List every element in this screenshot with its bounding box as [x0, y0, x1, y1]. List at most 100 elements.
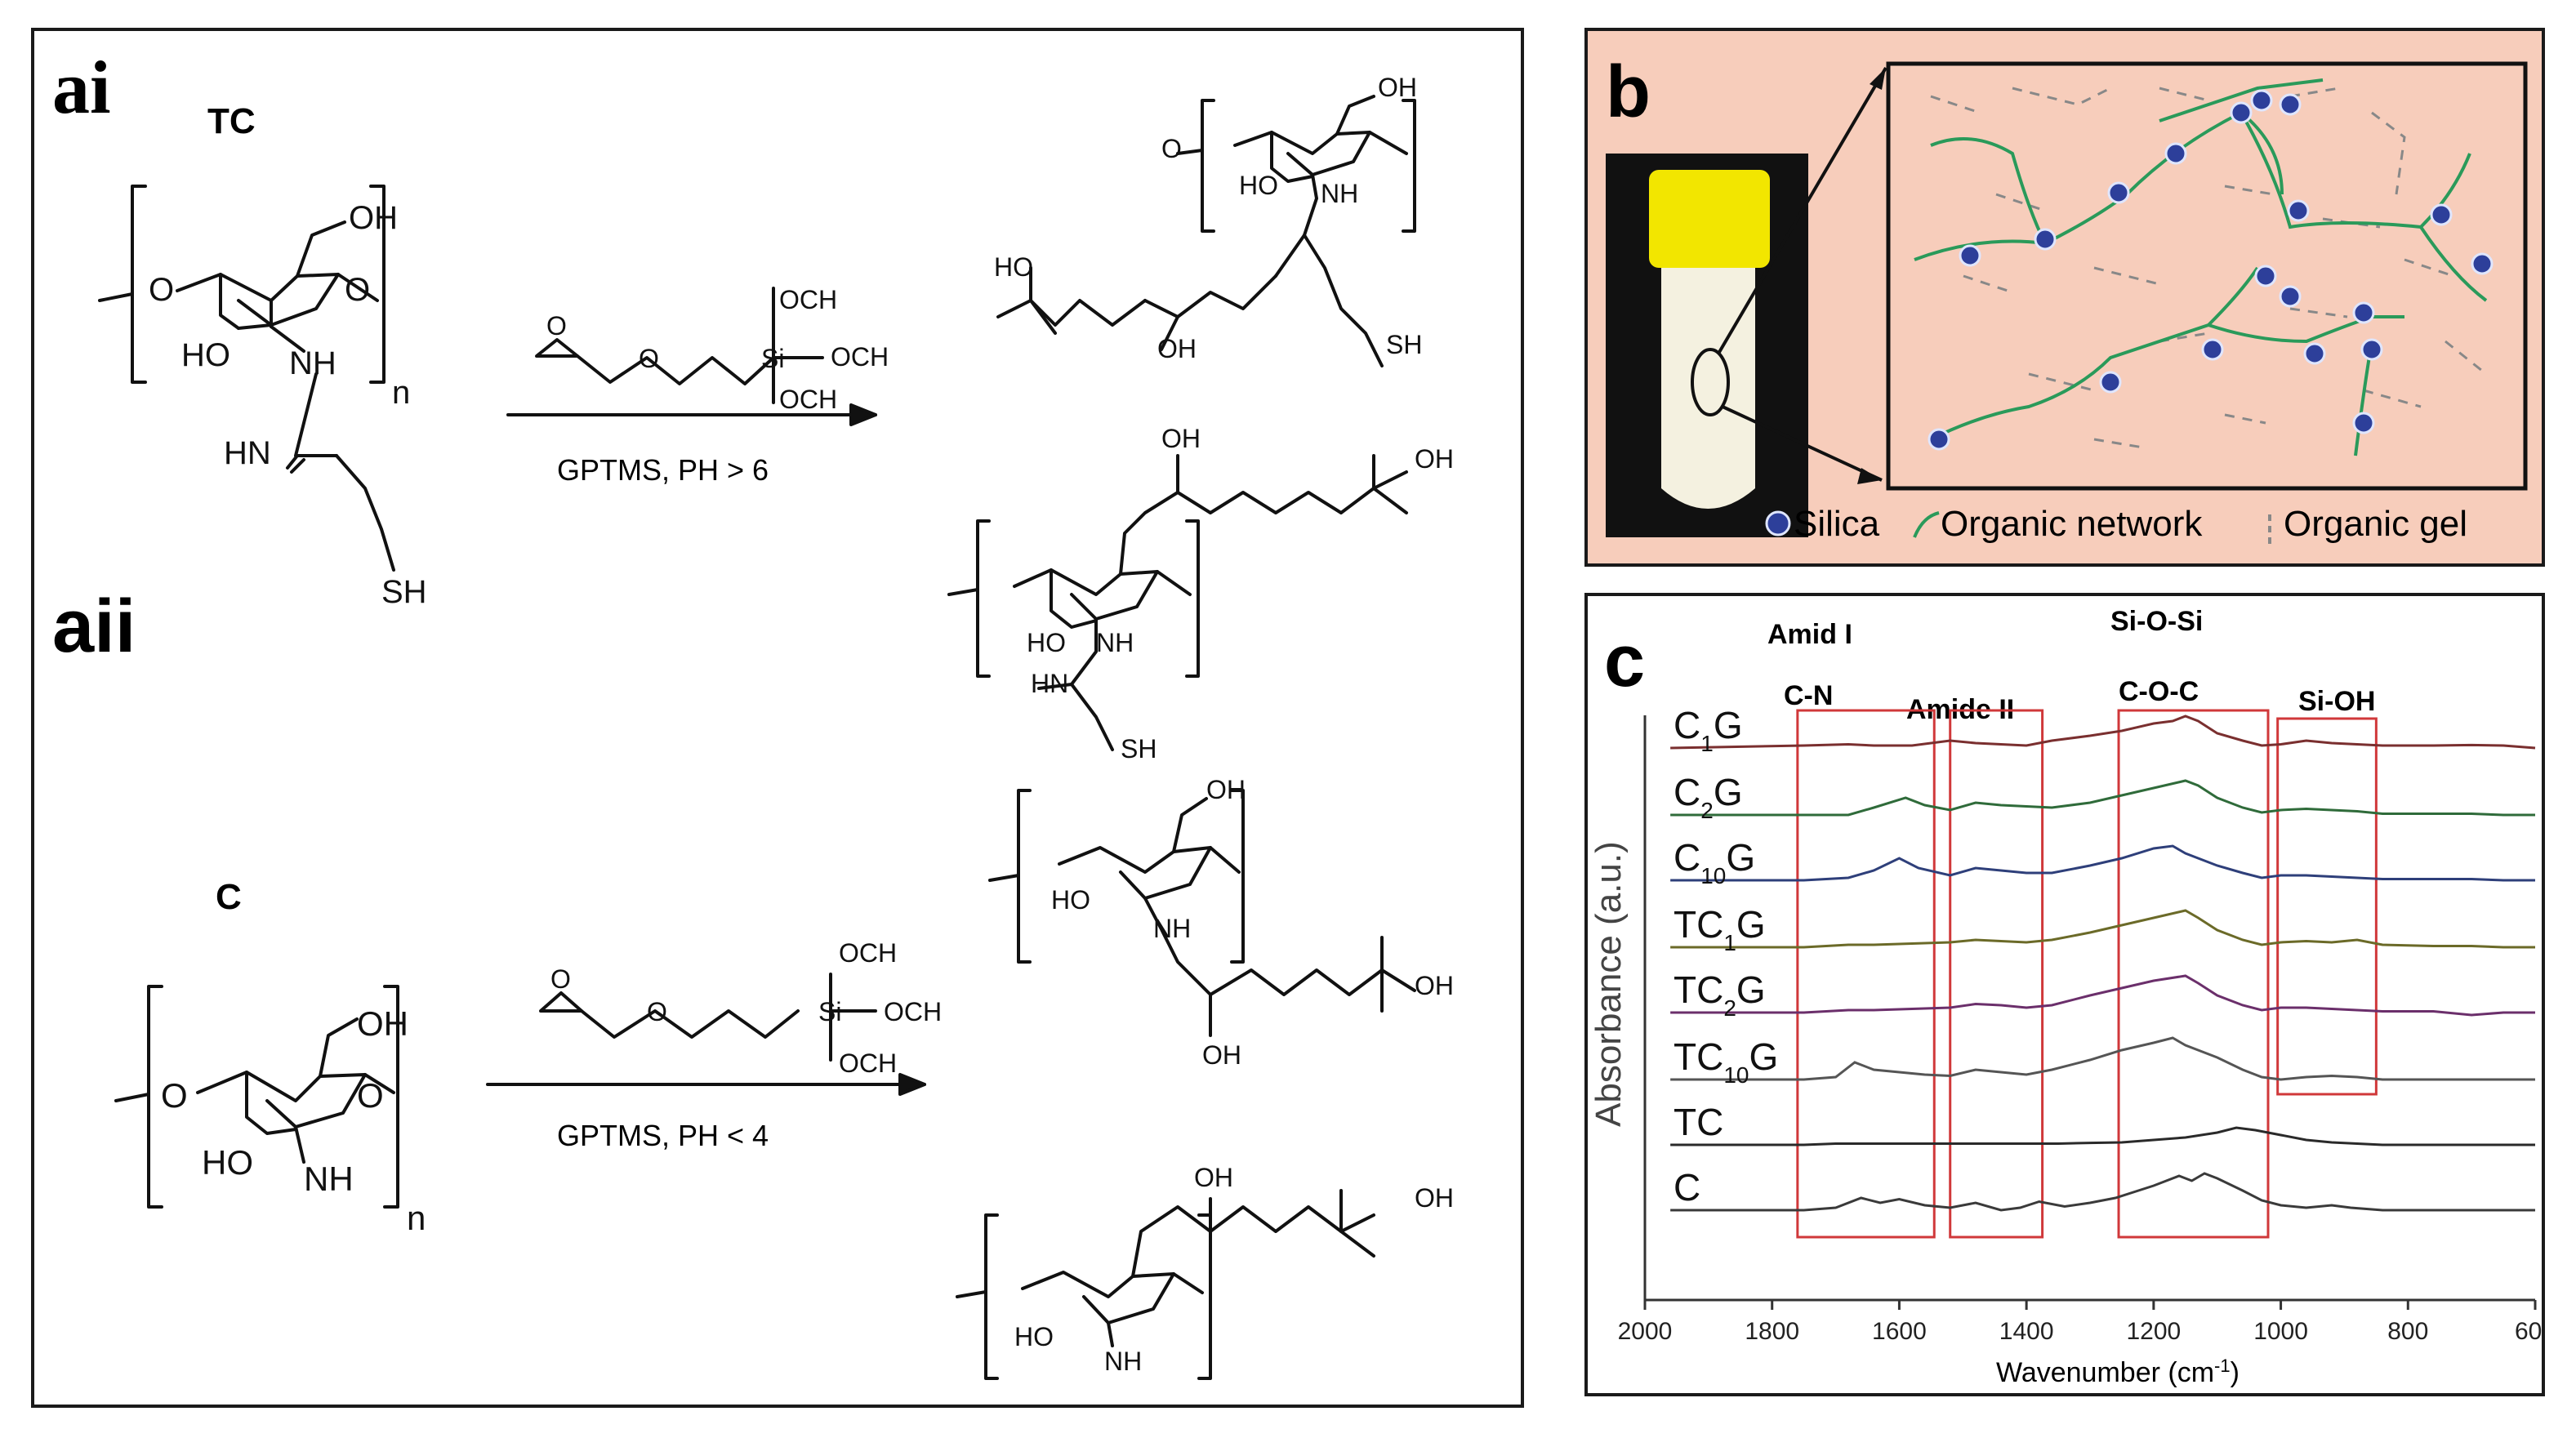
- tc-atom-labels: OH O O HO NH HN SH n: [149, 200, 427, 610]
- series-line-c1g: [1670, 715, 2536, 750]
- atom-oh: OH: [357, 1004, 408, 1043]
- ftir-chart-svg: c Amid I C-N Amide II Si-O-Si C-O-C Si-O…: [1589, 606, 2556, 1388]
- atom-hn: HN: [1031, 669, 1068, 698]
- series-line-tc2g: [1670, 974, 2535, 1017]
- series-label-c: C: [1674, 1166, 1700, 1209]
- box-amide1: [1796, 709, 1936, 1239]
- x-axis-label-sup: -1: [2214, 1356, 2231, 1376]
- panel-b-hydrogel-illustration: b Silica: [1584, 28, 2545, 567]
- atom-oh: OH: [1157, 334, 1197, 363]
- reaction-scheme-svg: ai aii TC C GPTMS, PH > 6 GPTMS, PH < 4 …: [52, 46, 1454, 1380]
- atom-o: O: [546, 311, 567, 341]
- network-zoom-box: [1886, 61, 2528, 491]
- atom-och3: OCH: [779, 385, 837, 414]
- atom-nh3: NH: [1104, 1347, 1142, 1376]
- x-tick-label: 1200: [2126, 1318, 2181, 1345]
- atom-nh: NH: [1096, 628, 1134, 657]
- legend-silica: Silica: [1794, 504, 1880, 544]
- zoom-arrows: [1717, 66, 1887, 482]
- product-bottom-1: [988, 789, 1416, 1037]
- box-sioh: [2276, 717, 2378, 1096]
- atom-si: Si: [761, 344, 784, 373]
- box-siosi: [2117, 709, 2270, 1239]
- hydrogel-svg: b Silica: [1606, 51, 2528, 547]
- label-c-panel: c: [1604, 621, 1645, 702]
- vial-cap: [1649, 170, 1770, 268]
- product-bottom-2: [956, 1189, 1375, 1380]
- x-tick-label: 800: [2387, 1318, 2428, 1345]
- atom-sh: SH: [381, 574, 427, 610]
- condition-bottom: GPTMS, PH < 4: [557, 1119, 769, 1152]
- plot-frame: [1643, 715, 2535, 1302]
- arrow-top: [506, 403, 877, 426]
- x-tick-label: 1400: [1999, 1318, 2054, 1345]
- gptms-top-labels: O O OCH OCH OCH Si: [546, 285, 889, 414]
- atom-och3: OCH: [839, 938, 897, 968]
- label-aii: aii: [52, 585, 136, 668]
- series-lines: [1670, 715, 2536, 1212]
- silica-particles: [1928, 89, 2494, 451]
- atom-o: O: [149, 272, 174, 308]
- atom-oh: OH: [1202, 1040, 1241, 1070]
- series-line-tc: [1670, 1126, 2535, 1146]
- x-tick-label: 600: [2515, 1318, 2542, 1345]
- legend: Silica Organic network Organic gel: [1765, 504, 2467, 547]
- atom-oh: OH: [1194, 1163, 1233, 1192]
- atom-nh: NH: [289, 345, 336, 381]
- label-b: b: [1606, 51, 1651, 133]
- x-tick-label: 2000: [1618, 1318, 1673, 1345]
- band-boxes: [1796, 709, 2378, 1239]
- atom-och3: OCH: [779, 285, 837, 314]
- x-axis-label-text: Wavenumber (cm: [1996, 1357, 2214, 1388]
- x-tick-label: 1800: [1745, 1318, 1799, 1345]
- atom-si: Si: [818, 997, 841, 1026]
- band-label-coc: C-O-C: [2119, 676, 2199, 707]
- x-tick-label: 1600: [1872, 1318, 1927, 1345]
- series-line-tc1g: [1670, 909, 2535, 949]
- atom-nh: NH: [1153, 914, 1191, 943]
- label-ai: ai: [52, 46, 111, 129]
- gptms-bottom: [539, 973, 877, 1062]
- atom-oh: OH: [1206, 775, 1246, 804]
- series-line-c: [1670, 1172, 2535, 1212]
- c-structure: [114, 985, 399, 1209]
- series-label-tc10g: TC10G: [1674, 1035, 1778, 1088]
- atom-ho: HO: [181, 337, 230, 373]
- atom-oh: OH: [349, 200, 398, 236]
- atom-o: O: [357, 1076, 384, 1115]
- panel-c-ftir-chart: c Amid I C-N Amide II Si-O-Si C-O-C Si-O…: [1584, 593, 2556, 1396]
- atom-sh: SH: [1121, 734, 1157, 764]
- atom-o: O: [639, 344, 659, 373]
- atom-o: O: [647, 997, 667, 1026]
- series-label-tc1g: TC1G: [1674, 903, 1766, 955]
- atom-nh: NH: [1321, 179, 1358, 208]
- atom-oh: OH: [1415, 444, 1454, 474]
- atom-o: O: [345, 272, 370, 308]
- product-atom-labels: OH O HO NH SH OH HO OH OH HO NH HN SH OH…: [994, 73, 1454, 1376]
- atom-n: n: [407, 1199, 426, 1237]
- atom-oh: OH: [1161, 424, 1201, 453]
- atom-ho: HO: [1027, 628, 1066, 657]
- band-label-siosi: Si-O-Si: [2110, 606, 2203, 637]
- product-top-1: [996, 95, 1416, 367]
- atom-oh: OH: [1415, 1183, 1454, 1213]
- tc-structure: [98, 185, 395, 572]
- band-label-sioh: Si-OH: [2298, 686, 2375, 717]
- legend-silica-icon: [1765, 510, 1791, 536]
- series-label-c10g: C10G: [1674, 836, 1755, 888]
- atom-o: O: [161, 1076, 188, 1115]
- band-label-amid1: Amid I: [1767, 619, 1852, 650]
- panel-a-reaction-scheme: ai aii TC C GPTMS, PH > 6 GPTMS, PH < 4 …: [31, 28, 1524, 1408]
- atom-ho: HO: [1239, 171, 1278, 200]
- c-atom-labels: OH O O HO NH n: [161, 1004, 426, 1237]
- condition-top: GPTMS, PH > 6: [557, 453, 769, 487]
- x-axis-label-close: ): [2231, 1357, 2240, 1388]
- gptms-top: [535, 287, 824, 404]
- series-label-c2g: C2G: [1674, 771, 1743, 823]
- label-tc: TC: [207, 101, 256, 141]
- series-line-tc10g: [1670, 1036, 2535, 1081]
- series-line-c2g: [1670, 779, 2535, 817]
- legend-network: Organic network: [1941, 504, 2203, 544]
- y-axis-label: Absorbance (a.u.): [1589, 841, 1629, 1127]
